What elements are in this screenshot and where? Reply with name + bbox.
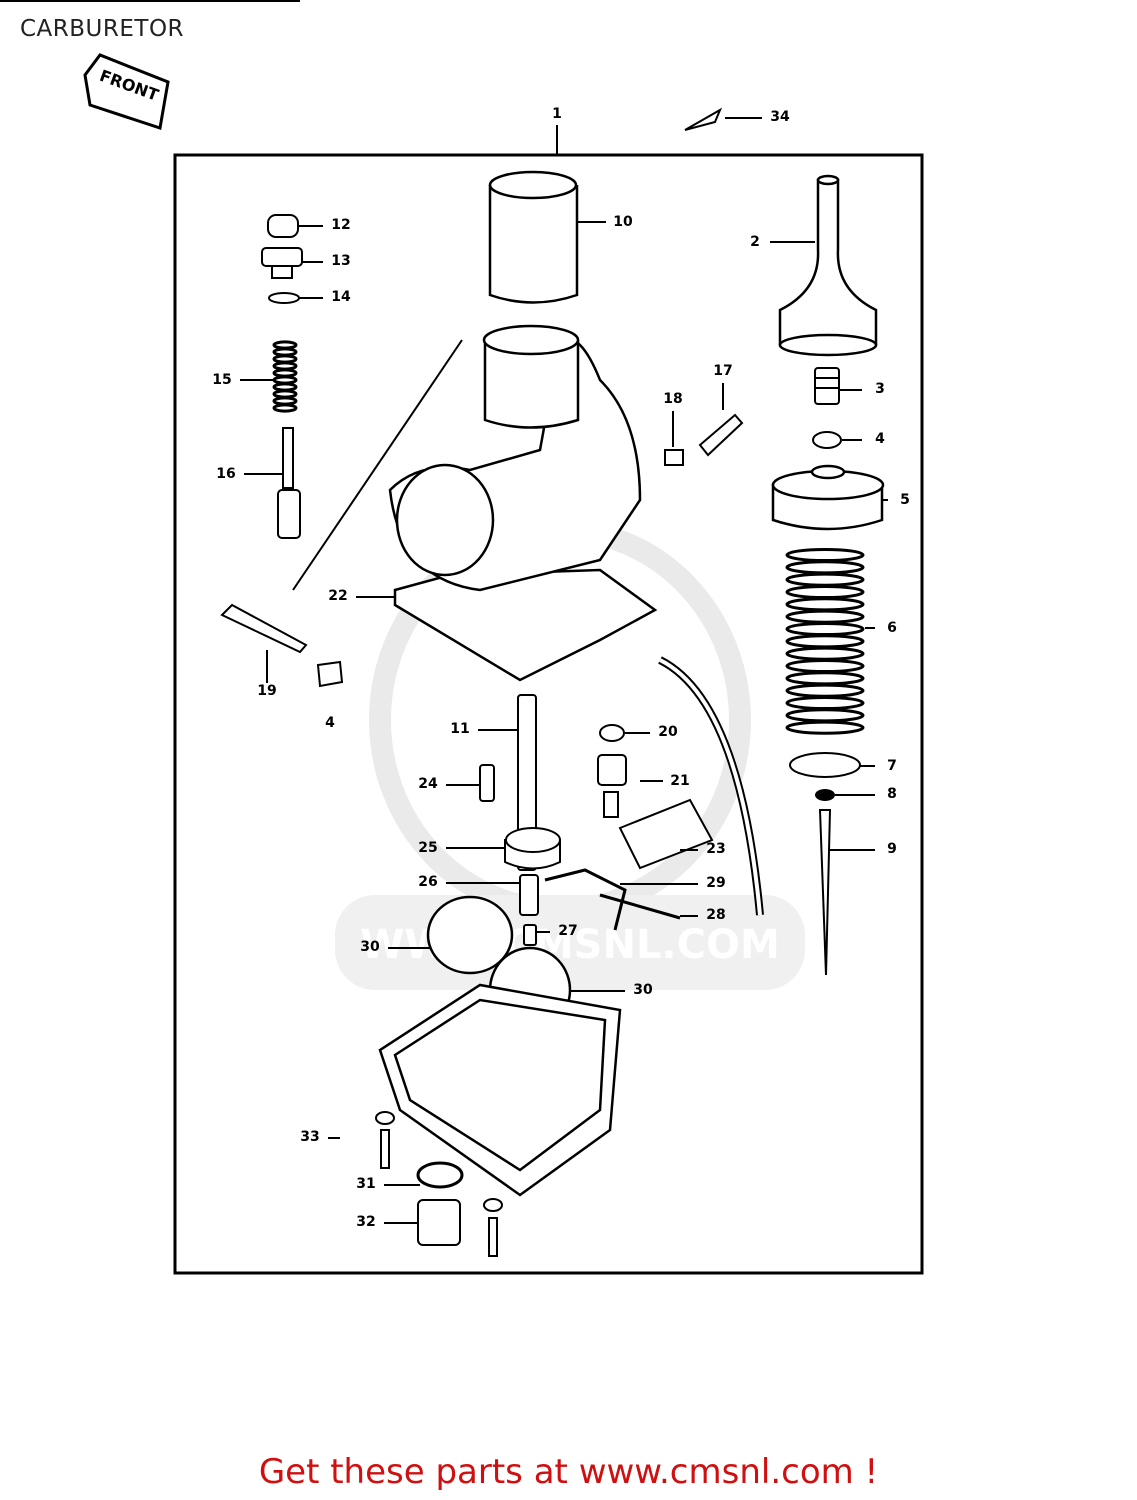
callout-label-7: 7 <box>887 758 897 774</box>
callout-label-3: 3 <box>875 381 885 397</box>
callout-label-1: 1 <box>552 106 562 122</box>
part-3-spring-seat <box>814 367 840 405</box>
callout-label-4: 4 <box>325 715 335 731</box>
callout-label-6: 6 <box>887 620 897 636</box>
callout-label-17: 17 <box>713 363 732 379</box>
part-11-jet-holder <box>517 694 537 871</box>
callout-label-30: 30 <box>633 982 653 998</box>
part-29-float-arm <box>544 868 627 931</box>
float-bowl <box>378 983 622 1197</box>
callout-label-18: 18 <box>663 391 682 407</box>
callout-label-9: 9 <box>887 841 897 857</box>
callout-labels: 1234456789101112131415161718192021222324… <box>212 106 910 1230</box>
header-rule <box>0 0 300 2</box>
part-2-piston <box>778 174 878 357</box>
callout-label-8: 8 <box>887 786 897 802</box>
part-4-nut <box>812 431 842 449</box>
callout-label-20: 20 <box>658 724 678 740</box>
callout-label-32: 32 <box>356 1214 375 1230</box>
part-15-spring <box>272 340 298 413</box>
part-5-cap <box>771 464 885 531</box>
callout-label-25: 25 <box>418 840 437 856</box>
part-16-plunger <box>277 427 301 539</box>
callout-label-24: 24 <box>418 776 438 792</box>
callout-label-21: 21 <box>670 773 689 789</box>
part-20-washer <box>599 724 625 742</box>
callout-label-27: 27 <box>558 923 577 939</box>
assembly-frame <box>173 153 924 1275</box>
callout-label-31: 31 <box>356 1176 375 1192</box>
part-9-needle <box>818 809 832 976</box>
part-28-pin <box>599 893 681 920</box>
callout-label-34: 34 <box>770 109 790 125</box>
part-24-jet <box>479 764 495 802</box>
promo-banner: Get these parts at www.cmsnl.com ! <box>0 1452 1137 1492</box>
callout-label-30: 30 <box>360 939 380 955</box>
part-34-clip <box>684 107 723 131</box>
promo-link[interactable]: www.cmsnl.com <box>578 1452 854 1492</box>
callout-label-28: 28 <box>706 907 725 923</box>
bowl-screw <box>483 1198 503 1257</box>
part-27-jet <box>523 924 537 946</box>
part-4-nut-b <box>316 660 344 688</box>
part-25-holder <box>504 827 561 870</box>
part-7-plate <box>789 752 861 778</box>
part-8-clip <box>815 789 835 801</box>
part-21-needle-valve <box>597 754 627 818</box>
part-12-cap <box>267 214 299 238</box>
callout-label-19: 19 <box>257 683 276 699</box>
part-10-sleeve <box>488 170 579 304</box>
callout-label-22: 22 <box>328 588 347 604</box>
part-31-gasket <box>416 1161 464 1189</box>
callout-label-26: 26 <box>418 874 437 890</box>
callout-label-10: 10 <box>613 214 633 230</box>
part-26-jet <box>519 874 539 916</box>
part-17-screw <box>698 413 744 457</box>
part-19-screw <box>220 603 308 654</box>
part-32-drain-plug <box>417 1199 461 1246</box>
callout-label-11: 11 <box>450 721 469 737</box>
page-title: CARBURETOR <box>20 16 185 42</box>
callout-label-14: 14 <box>331 289 351 305</box>
callout-label-16: 16 <box>216 466 235 482</box>
callout-label-33: 33 <box>300 1129 319 1145</box>
promo-suffix: ! <box>853 1452 879 1492</box>
callout-label-15: 15 <box>212 372 231 388</box>
callout-label-2: 2 <box>750 234 760 250</box>
part-6-spring <box>785 547 865 735</box>
callout-label-29: 29 <box>706 875 725 891</box>
callout-label-23: 23 <box>706 841 725 857</box>
promo-prefix: Get these parts at <box>258 1452 579 1492</box>
callout-label-12: 12 <box>331 217 350 233</box>
carburetor-body <box>292 324 658 682</box>
part-13-adjuster <box>261 247 303 279</box>
part-14-washer <box>268 292 300 304</box>
part-18-spring <box>664 449 684 466</box>
front-arrow: FRONT <box>83 53 170 130</box>
callout-label-5: 5 <box>900 492 910 508</box>
part-33-screw <box>375 1111 395 1169</box>
callout-label-4: 4 <box>875 431 885 447</box>
carburetor-exploded-diagram: WWW.CMSNL.COM FRONT <box>83 53 924 1275</box>
part-23-gasket <box>618 798 714 870</box>
part-30-float-left <box>426 895 514 975</box>
callout-label-13: 13 <box>331 253 350 269</box>
